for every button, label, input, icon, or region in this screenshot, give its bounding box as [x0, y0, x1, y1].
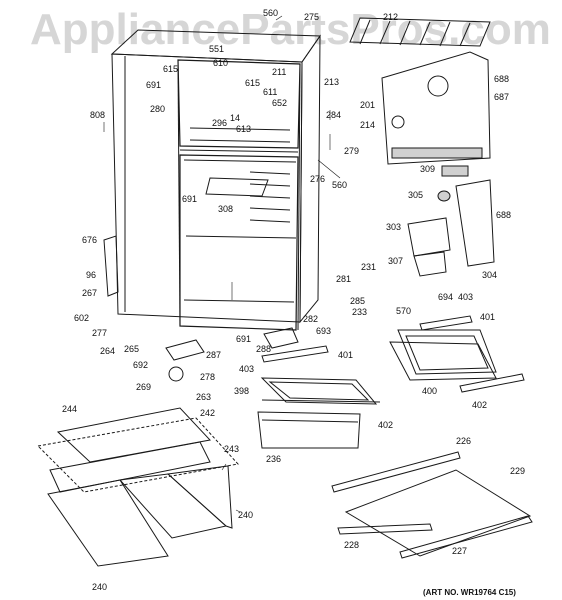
art-number: (ART NO. WR19764 C15) [423, 588, 516, 597]
part-label-263: 263 [196, 392, 212, 402]
lower-shelf-set [331, 451, 533, 559]
freezer-shelf [205, 177, 269, 197]
part-label-403-b: 403 [239, 364, 255, 374]
part-label-691-b: 691 [182, 194, 198, 204]
evaporator-cover [381, 51, 491, 165]
part-label-303: 303 [386, 222, 402, 232]
part-label-236: 236 [266, 454, 282, 464]
part-label-277: 277 [92, 328, 108, 338]
part-label-231: 231 [361, 262, 377, 272]
air-duct [455, 179, 495, 267]
part-label-278: 278 [200, 372, 216, 382]
part-label-401: 401 [480, 312, 496, 322]
part-label-264: 264 [100, 346, 116, 356]
light-bulb [437, 190, 451, 202]
part-label-284: 284 [326, 110, 342, 120]
part-label-279: 279 [344, 146, 360, 156]
part-label-691-c: 691 [236, 334, 252, 344]
shelf-rails [249, 171, 291, 223]
part-label-269: 269 [136, 382, 152, 392]
rail-402-right [459, 373, 525, 393]
part-label-243: 243 [224, 444, 240, 454]
part-label-615-b: 615 [245, 78, 261, 88]
part-label-211: 211 [272, 67, 287, 77]
part-label-233: 233 [352, 307, 368, 317]
shelf-rail-403 [261, 345, 329, 363]
part-label-403: 403 [458, 292, 474, 302]
part-label-96: 96 [86, 270, 97, 280]
part-label-692: 692 [133, 360, 149, 370]
hinge-bracket [103, 235, 119, 297]
part-label-560: 560 [263, 8, 279, 18]
bottom-hinge [165, 339, 205, 361]
part-label-285: 285 [350, 296, 366, 306]
part-label-244: 244 [62, 404, 78, 414]
part-label-240: 240 [238, 510, 254, 520]
damper-base [413, 251, 447, 277]
part-label-304: 304 [482, 270, 498, 280]
part-label-280: 280 [150, 104, 166, 114]
part-label-688-b: 688 [496, 210, 512, 220]
part-label-570: 570 [396, 306, 412, 316]
snack-pan-frame [36, 407, 239, 493]
part-label-401-b: 401 [338, 350, 354, 360]
part-label-652: 652 [272, 98, 288, 108]
part-label-694: 694 [438, 292, 454, 302]
glass-shelf-center [260, 377, 381, 405]
part-label-402: 402 [472, 400, 488, 410]
part-label-551: 551 [209, 44, 225, 54]
part-label-281: 281 [336, 274, 352, 284]
part-label-402-b: 402 [378, 420, 394, 430]
part-label-265: 265 [124, 344, 140, 354]
part-label-226: 226 [456, 436, 472, 446]
part-label-398: 398 [234, 386, 250, 396]
storage-bins [47, 465, 233, 567]
part-label-242: 242 [200, 408, 216, 418]
part-label-808: 808 [90, 110, 106, 120]
part-label-560-b: 560 [332, 180, 348, 190]
part-label-229: 229 [510, 466, 526, 476]
label-309 [441, 165, 469, 177]
glass-shelf-right [389, 329, 497, 381]
crisper-drawer [257, 411, 361, 449]
part-label-308: 308 [218, 204, 234, 214]
part-label-213: 213 [324, 77, 340, 87]
part-label-687: 687 [494, 92, 510, 102]
part-label-615: 615 [163, 64, 179, 74]
part-label-400: 400 [422, 386, 438, 396]
part-label-688: 688 [494, 74, 510, 84]
part-label-228: 228 [344, 540, 360, 550]
part-label-610: 610 [213, 58, 229, 68]
part-label-693: 693 [316, 326, 332, 336]
bracket-288 [263, 327, 299, 349]
part-label-296: 296 [212, 118, 228, 128]
part-label-611: 611 [263, 87, 278, 97]
part-label-307: 307 [388, 256, 404, 266]
part-label-309: 309 [420, 164, 436, 174]
part-label-276: 276 [310, 174, 326, 184]
part-label-691: 691 [146, 80, 162, 90]
cabinet-case [110, 29, 321, 331]
damper-assembly [407, 217, 451, 257]
part-label-287: 287 [206, 350, 222, 360]
part-label-267: 267 [82, 288, 98, 298]
part-label-214: 214 [360, 120, 376, 130]
part-label-240-b: 240 [92, 582, 108, 592]
part-label-227: 227 [452, 546, 468, 556]
part-label-275: 275 [304, 12, 320, 22]
leader-lines [103, 15, 341, 513]
rail-403-right [419, 315, 473, 331]
part-label-613: 613 [236, 124, 252, 134]
part-label-212: 212 [383, 12, 399, 22]
part-label-676: 676 [82, 235, 98, 245]
part-label-201: 201 [360, 100, 376, 110]
roller [168, 366, 184, 382]
wire-rack [349, 17, 491, 47]
part-label-282: 282 [303, 314, 319, 324]
part-label-305: 305 [408, 190, 424, 200]
part-label-602: 602 [74, 313, 90, 323]
part-label-14: 14 [230, 113, 241, 123]
part-label-288: 288 [256, 344, 272, 354]
